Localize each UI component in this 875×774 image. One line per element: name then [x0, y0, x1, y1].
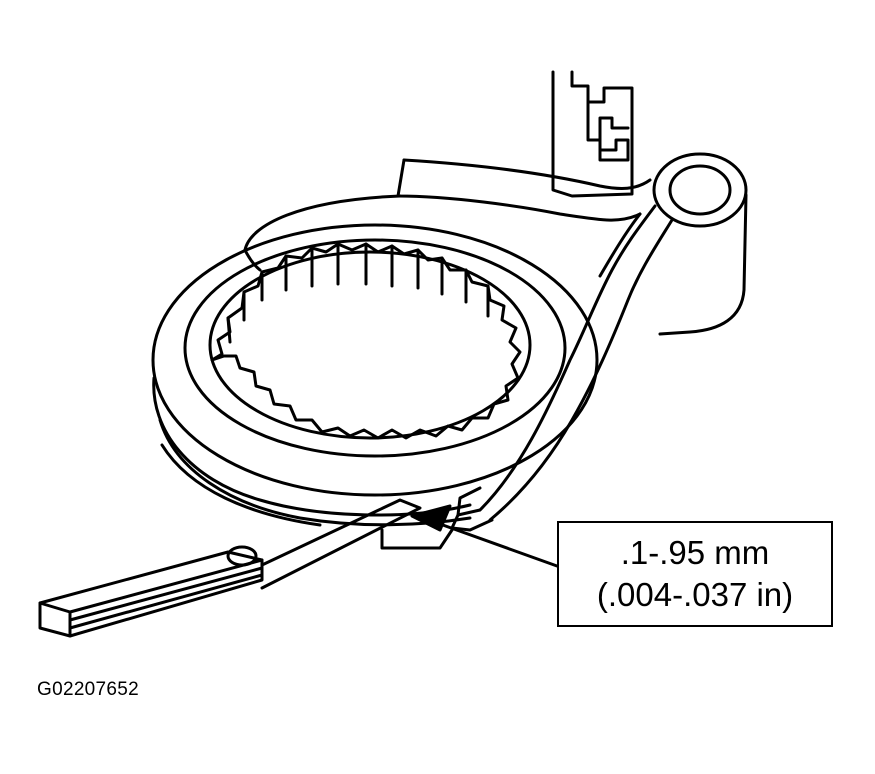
- figure-id: G02207652: [37, 679, 140, 700]
- clearance-callout: .1-.95 mm (.004-.037 in): [557, 521, 833, 627]
- clearance-imperial: (.004-.037 in): [596, 576, 794, 613]
- leader-arrow-icon: [410, 504, 559, 568]
- feeler-gauge-icon: [38, 498, 454, 638]
- splined-hub: [208, 242, 532, 440]
- synchronizer-sleeve: [151, 223, 599, 527]
- clearance-metric: .1-.95 mm: [620, 534, 770, 571]
- shift-rail-shaft: [551, 70, 634, 198]
- shift-fork-arm: [243, 152, 748, 532]
